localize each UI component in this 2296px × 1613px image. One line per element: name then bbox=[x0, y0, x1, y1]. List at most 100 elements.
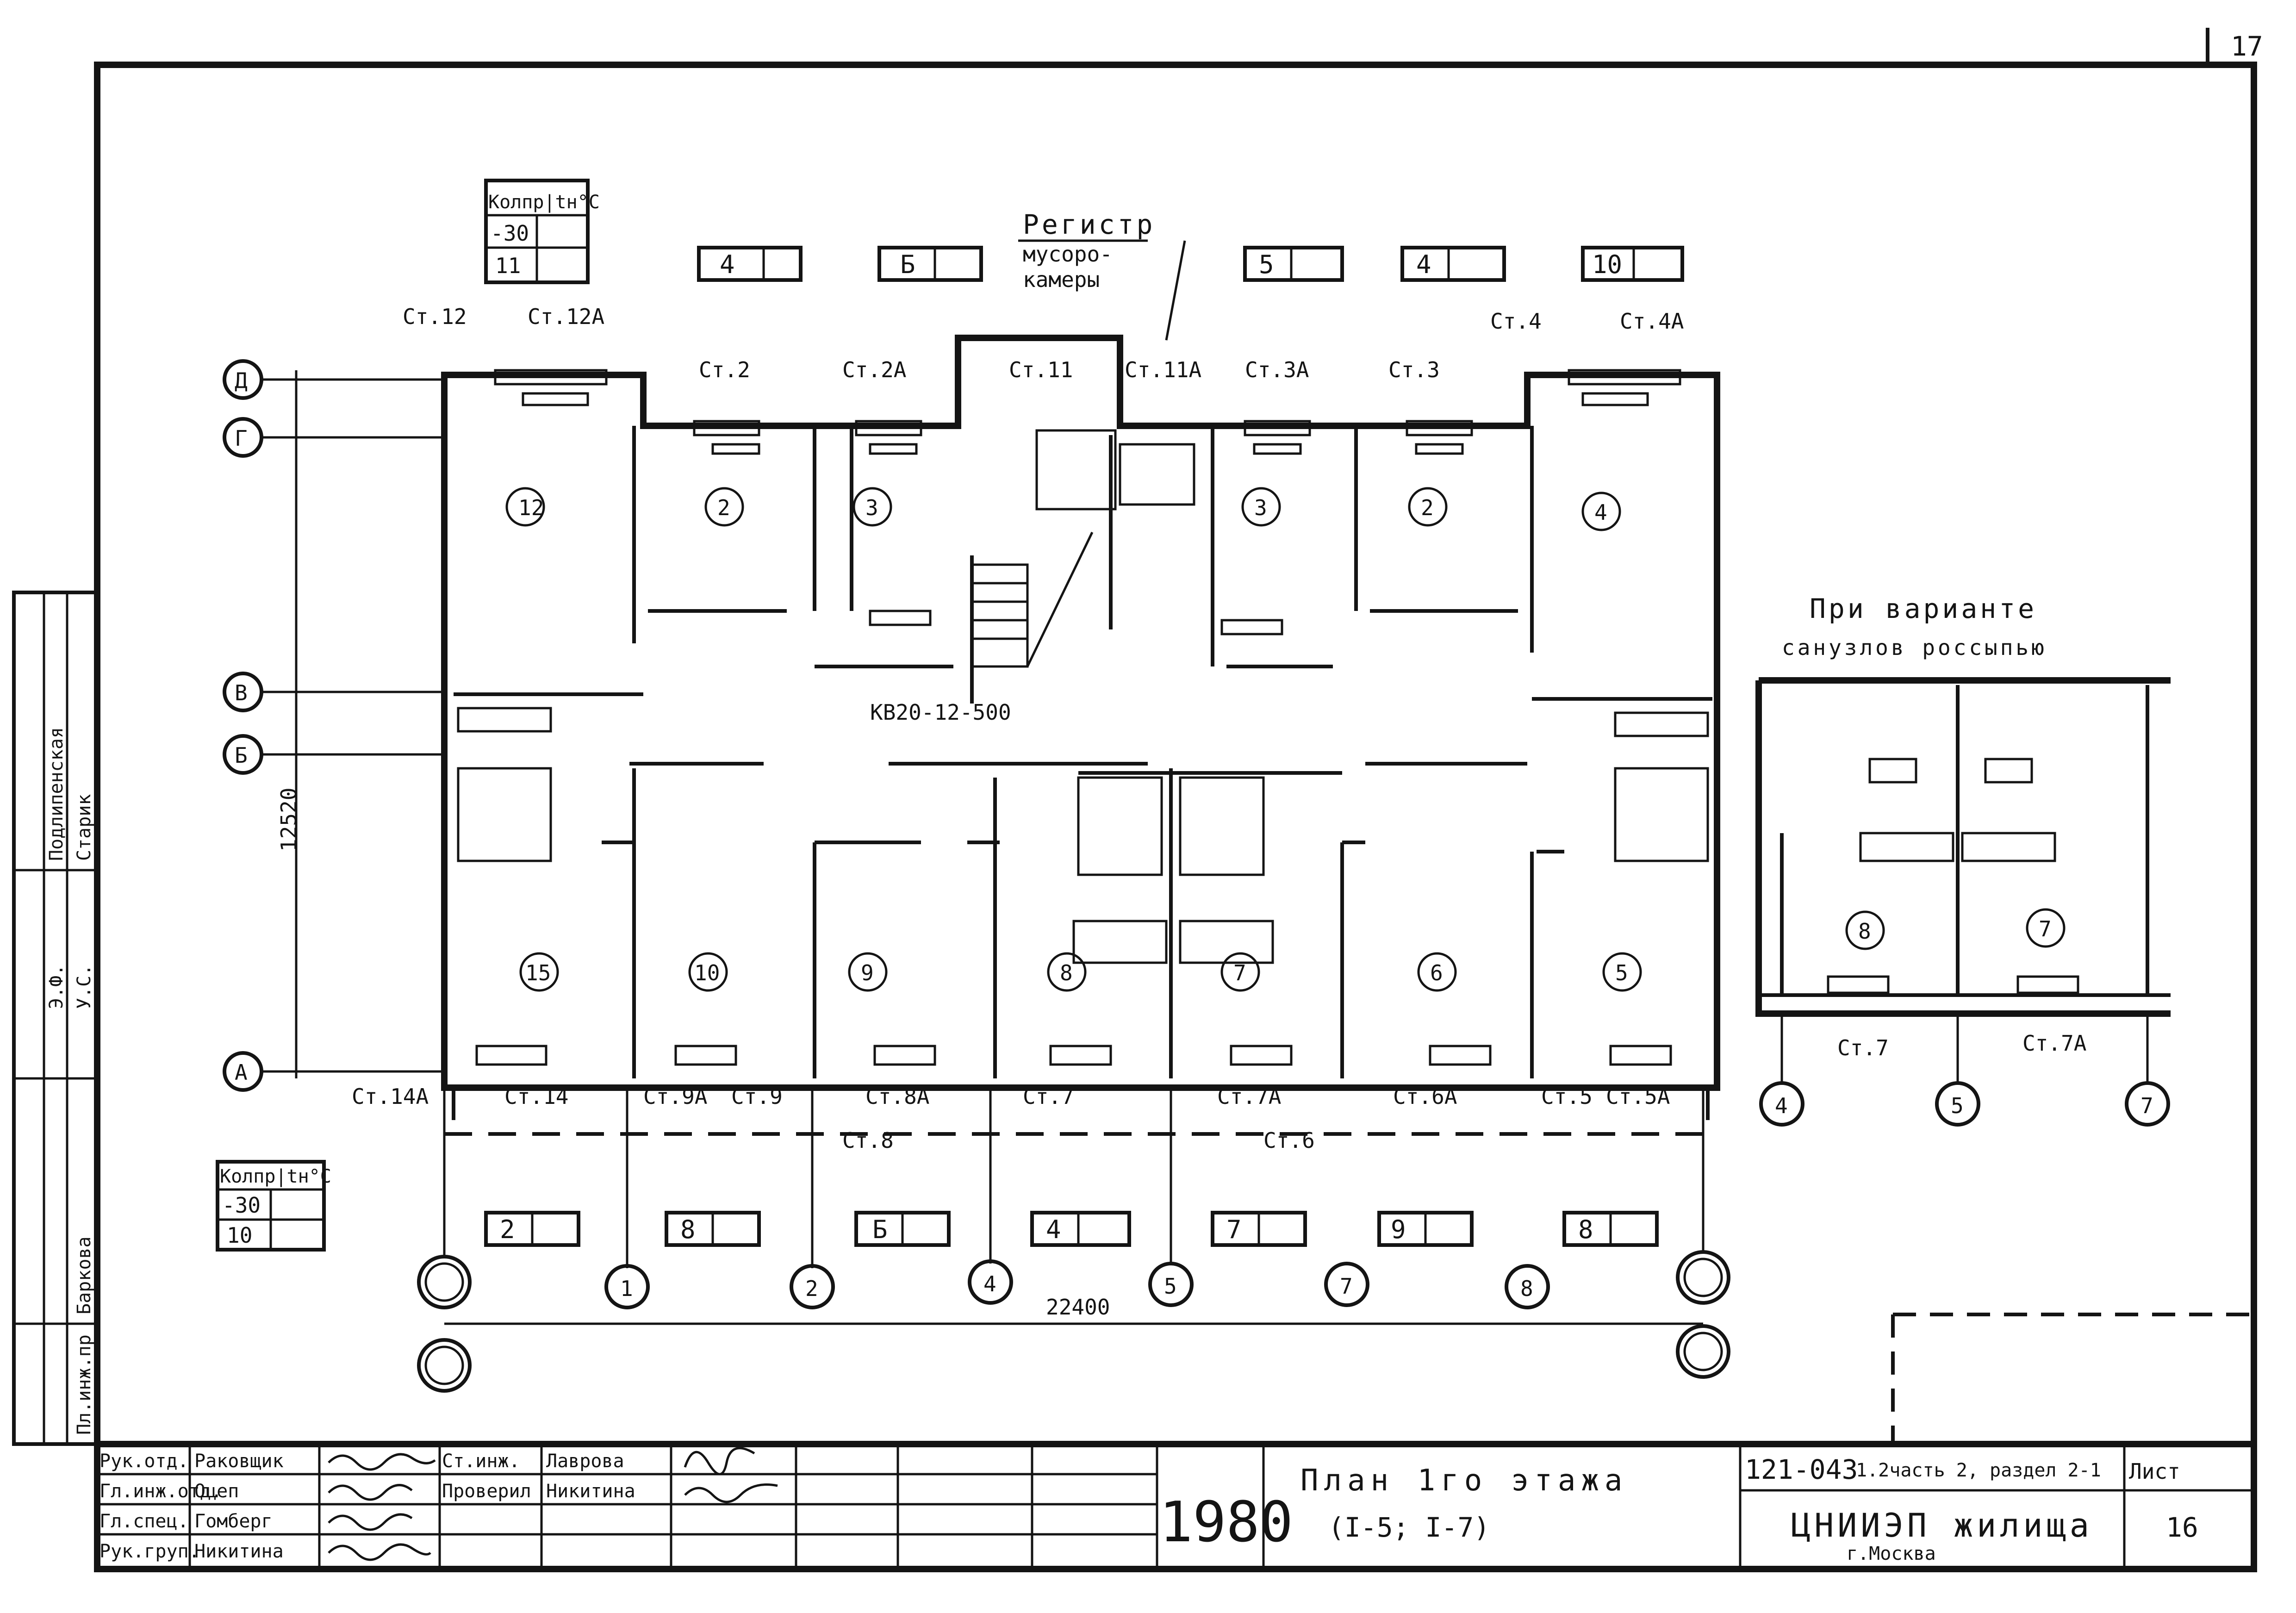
tb-year: 1980 bbox=[1159, 1490, 1293, 1555]
variant-room-2: 7 bbox=[2039, 916, 2052, 941]
stamp-us: У.С. bbox=[74, 965, 95, 1009]
register-line2: мусоро- bbox=[1023, 242, 1113, 267]
tb-city: г.Москва bbox=[1847, 1543, 1936, 1564]
variant-title-2: санузлов россыпью bbox=[1782, 635, 2047, 660]
riser-bot-12: Ст.5А bbox=[1606, 1084, 1670, 1109]
room-top-4: 3 bbox=[1254, 495, 1267, 520]
room-top-1: 12 bbox=[518, 495, 544, 520]
stamp-starik: Старик bbox=[74, 794, 95, 861]
riser-top-4: Ст.2А bbox=[842, 357, 906, 382]
riser-top-5: Ст.11 bbox=[1009, 357, 1073, 382]
axis-col-2: 2 bbox=[805, 1276, 818, 1301]
riser-bot-8: Ст.7А bbox=[1217, 1084, 1281, 1109]
riser-bot-5: Ст.8 bbox=[842, 1128, 894, 1153]
room-numbers-bottom: 15 10 9 8 7 6 5 bbox=[519, 952, 1642, 992]
axis-row-5: А bbox=[235, 1060, 248, 1085]
bottom-box-3: Б bbox=[872, 1215, 888, 1244]
riser-bot-3: Ст.9А bbox=[643, 1084, 707, 1109]
axis-row-2: Г bbox=[235, 426, 248, 451]
signatures bbox=[328, 1447, 778, 1561]
riser-bot-7: Ст.7 bbox=[1023, 1084, 1074, 1109]
room-bot-5: 7 bbox=[1233, 960, 1246, 985]
climate-table-bottom: Колпр|tн°С -30 10 bbox=[216, 1160, 331, 1252]
bottom-box-7: 8 bbox=[1578, 1215, 1593, 1244]
tb-role-4: Рук.груп. bbox=[100, 1541, 200, 1562]
stamp-podlipenskaya: Подлипенская bbox=[46, 727, 67, 861]
room-bot-2: 10 bbox=[694, 960, 720, 985]
bottom-box-4: 4 bbox=[1046, 1215, 1061, 1244]
tb-org: ЦНИИЭП жилища bbox=[1791, 1507, 2093, 1544]
variant-axis-2: 5 bbox=[1951, 1093, 1964, 1118]
top-box-3: 5 bbox=[1259, 250, 1274, 279]
tb-role-3: Гл.спец. bbox=[100, 1511, 189, 1532]
riser-bot-1: Ст.14А bbox=[352, 1084, 429, 1109]
room-bot-3: 9 bbox=[861, 960, 874, 985]
title-block: Рук.отд. Гл.инж.отд. Гл.спец. Рук.груп. … bbox=[94, 1441, 2257, 1572]
stamp-pl-inzh: Пл.инж.пр bbox=[74, 1334, 95, 1435]
axis-row-4: Б bbox=[235, 743, 248, 768]
tb-sheet-number: 16 bbox=[2166, 1512, 2198, 1543]
sheet-corner-number: 17 bbox=[2231, 31, 2263, 62]
riser-bot-11: Ст.5 bbox=[1541, 1084, 1593, 1109]
variant-room-1: 8 bbox=[1858, 919, 1871, 944]
bottom-boxes: 2 8 Б 4 7 9 8 bbox=[484, 1211, 1659, 1247]
room-top-2: 2 bbox=[717, 495, 730, 520]
riser-top-2: Ст.12А bbox=[528, 304, 604, 329]
tb-name-3: Гомберг bbox=[194, 1511, 273, 1532]
riser-bot-9: Ст.6 bbox=[1263, 1128, 1315, 1153]
tb-name2-2: Никитина bbox=[546, 1481, 635, 1502]
climate-bottom-row2: 10 bbox=[227, 1223, 252, 1248]
tb-part: 1.2часть 2, раздел 2-1 bbox=[1856, 1460, 2101, 1481]
axis-row-1: Д bbox=[235, 368, 248, 393]
tb-name-4: Никитина bbox=[194, 1541, 284, 1562]
climate-top-header: Колпр|tн°С bbox=[488, 192, 600, 213]
riser-top-6: Ст.11А bbox=[1125, 357, 1201, 382]
row-axes: Д Г В Б А 12520 bbox=[223, 359, 444, 1092]
drawing-frame bbox=[94, 28, 2257, 1572]
bottom-box-6: 9 bbox=[1391, 1215, 1406, 1244]
tb-plan-title: План 1го этажа bbox=[1300, 1464, 1628, 1498]
dim-horizontal: 22400 bbox=[1046, 1295, 1110, 1320]
dim-vertical: 12520 bbox=[276, 788, 301, 852]
register-line1: Регистр bbox=[1023, 209, 1155, 240]
room-top-6: 4 bbox=[1594, 500, 1607, 525]
climate-top-row1: -30 bbox=[491, 221, 529, 246]
room-bot-1: 15 bbox=[525, 960, 551, 985]
kv-label: КВ20-12-500 bbox=[870, 700, 1011, 725]
riser-top-7: Ст.3А bbox=[1245, 357, 1309, 382]
tb-role-2: Гл.инж.отд. bbox=[100, 1481, 222, 1502]
room-numbers-top: 12 2 3 3 2 4 bbox=[505, 487, 1621, 531]
climate-bottom-header: Колпр|tн°С bbox=[220, 1166, 331, 1187]
room-bot-7: 5 bbox=[1615, 960, 1628, 985]
stamp-eo: Э.Ф. bbox=[46, 965, 67, 1009]
axis-row-3: В bbox=[235, 680, 248, 705]
column-axes: 1 2 4 5 7 8 22400 bbox=[417, 1088, 1730, 1393]
room-top-3: 3 bbox=[865, 495, 878, 520]
register-line3: камеры bbox=[1023, 267, 1100, 292]
room-bot-6: 6 bbox=[1430, 960, 1443, 985]
room-bot-4: 8 bbox=[1060, 960, 1073, 985]
riser-bot-2: Ст.14 bbox=[504, 1084, 568, 1109]
riser-labels-top: Ст.12 Ст.12А Ст.2 Ст.2А Ст.11 Ст.11А Ст.… bbox=[403, 304, 1684, 382]
main-plan bbox=[441, 335, 1720, 1136]
axis-col-6: 8 bbox=[1520, 1276, 1533, 1301]
variant-riser-1: Ст.7 bbox=[1837, 1035, 1889, 1060]
top-box-2: Б bbox=[900, 250, 915, 279]
top-box-1: 4 bbox=[720, 250, 735, 279]
riser-top-1: Ст.12 bbox=[403, 304, 467, 329]
tb-role2-1: Ст.инж. bbox=[442, 1451, 520, 1472]
variant-riser-2: Ст.7А bbox=[2022, 1031, 2086, 1056]
axis-col-3: 4 bbox=[983, 1271, 996, 1296]
climate-bottom-row1: -30 bbox=[222, 1193, 261, 1218]
riser-top-9: Ст.4 bbox=[1490, 309, 1542, 334]
dashed-reserve-area bbox=[1891, 1313, 2254, 1444]
stamp-barkova: Баркова bbox=[74, 1236, 95, 1314]
axis-col-5: 7 bbox=[1340, 1274, 1353, 1299]
register-label: Регистр мусоро- камеры bbox=[1018, 209, 1186, 341]
top-box-5: 10 bbox=[1592, 250, 1622, 279]
riser-top-3: Ст.2 bbox=[699, 357, 750, 382]
climate-table-top: Колпр|tн°С -30 11 bbox=[484, 179, 600, 284]
tb-role2-2: Проверил bbox=[442, 1481, 531, 1502]
axis-col-4: 5 bbox=[1164, 1274, 1177, 1299]
tb-role-1: Рук.отд. bbox=[100, 1451, 189, 1472]
